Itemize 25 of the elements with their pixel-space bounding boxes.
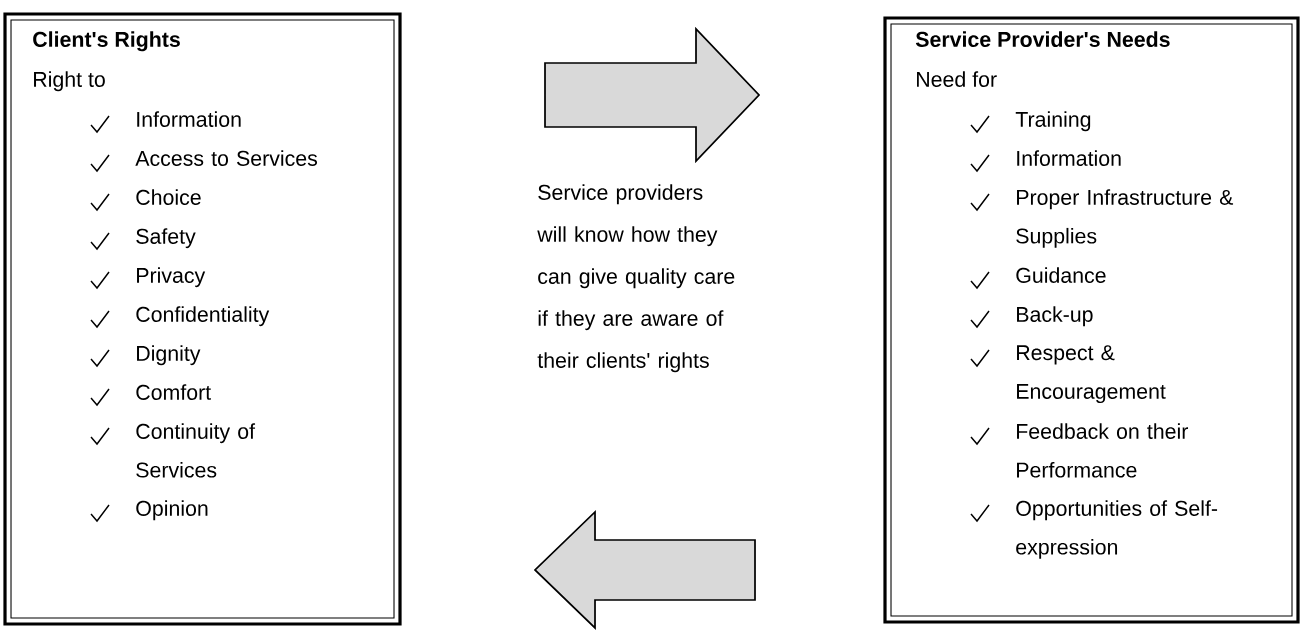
description-text: Service providers will know how they can give quality care if they are aware of their clients' rights — [537, 184, 735, 373]
block-arrow — [544, 26, 761, 164]
list-item: Information — [1017, 150, 1121, 166]
block-arrow — [533, 509, 756, 631]
intro-text: Need for — [917, 71, 997, 87]
box-heading: Service Provider's Needs — [915, 31, 1170, 47]
list-item: Confidentiality — [136, 306, 270, 327]
list-item: Choice — [136, 189, 201, 205]
list-item: Opportunities of Self-expression — [1016, 500, 1218, 559]
list-item: Information — [137, 111, 241, 127]
list-item: Safety — [136, 228, 196, 249]
list-item: Respect & Encouragement — [1017, 345, 1166, 404]
list-item: Proper Infrastructure & Supplies — [1016, 189, 1234, 248]
list-item: Opinion — [136, 500, 208, 521]
list-item: Access to Services — [135, 150, 318, 166]
list-item: Dignity — [137, 345, 201, 366]
list-item: Feedback on their Performance — [1017, 423, 1188, 478]
list-item: Comfort — [136, 384, 211, 400]
list-item: Guidance — [1016, 267, 1106, 283]
list-item: Training — [1015, 111, 1091, 132]
list-item: Privacy — [137, 267, 206, 288]
box-heading: Client's Rights — [33, 31, 180, 52]
list-item: Back-up — [1017, 306, 1093, 327]
list-item: Continuity of Services — [136, 423, 256, 478]
intro-text: Right to — [34, 71, 105, 92]
